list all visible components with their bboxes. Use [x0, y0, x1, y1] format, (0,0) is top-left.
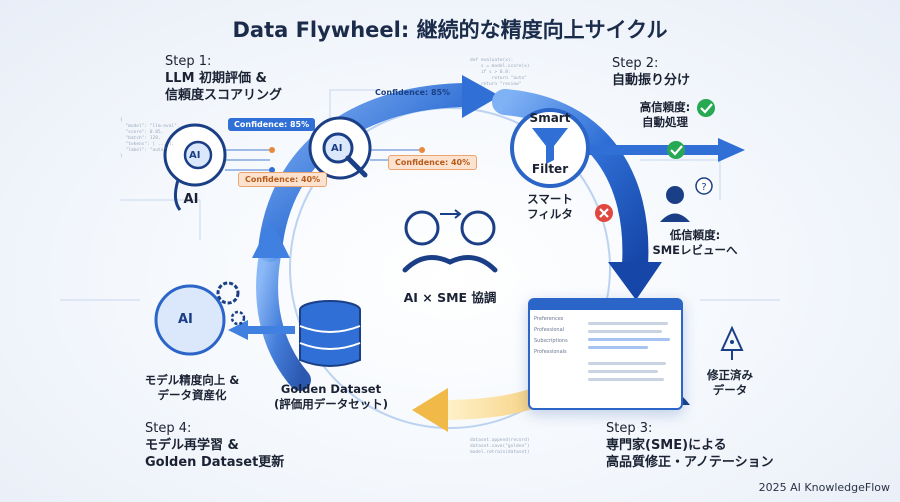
check-icon-2 [667, 141, 685, 159]
model-improvement-line1: モデル精度向上 & [144, 373, 240, 387]
golden-dataset-text: Golden Dataset (評価用データセット) [266, 382, 396, 412]
smart-filter-line2: Filter [531, 162, 569, 176]
model-ai-badge: AI [178, 312, 193, 327]
ring-bottom-arrowhead [412, 388, 448, 432]
step3-head: Step 3: [606, 421, 653, 436]
model-improvement-line2: データ資産化 [157, 388, 227, 402]
panel-text-line [588, 370, 658, 373]
page-title: Data Flywheel: 継続的な精度向上サイクル [232, 18, 668, 42]
step4-line1: モデル再学習 & [145, 438, 239, 453]
step1-line1: LLM 初期評価 & [165, 71, 267, 86]
model-brain-gears-icon [154, 281, 246, 356]
smart-filter-caption: スマート フィルタ [520, 192, 580, 222]
cross-icon [595, 204, 613, 222]
check-icon [697, 99, 715, 117]
annotation-panel-titlebar [530, 300, 681, 310]
corrected-data-line2: データ [712, 383, 748, 397]
smart-filter-caption-2: フィルタ [527, 207, 573, 221]
footer-credit: 2025 AI KnowledgeFlow [758, 481, 890, 494]
high-confidence-line1: 高信頼度: [639, 100, 691, 114]
step2-line1: 自動振り分け [612, 73, 691, 88]
low-confidence-text: 低信頼度: SMEレビューへ [650, 228, 740, 258]
low-confidence-line1: 低信頼度: [669, 228, 721, 242]
step3-text: Step 3: 専門家(SME)による 高品質修正・アノテーション [606, 420, 774, 471]
corrected-data-line1: 修正済み [707, 368, 753, 382]
step3-line2: 高品質修正・アノテーション [606, 455, 774, 470]
annotation-panel-sidebar: Preferences Professional Subscriptions P… [534, 316, 578, 360]
high-confidence-line2: 自動処理 [642, 115, 688, 129]
panel-side-item: Professionals [534, 349, 567, 355]
smart-filter-icon [510, 108, 590, 188]
panel-side-item: Professional [534, 327, 565, 333]
panel-text-line [588, 330, 662, 333]
step1-text: Step 1: LLM 初期評価 & 信頼度スコアリング [165, 53, 282, 104]
high-confidence-text: 高信頼度: 自動処理 [630, 100, 700, 130]
step1-line2: 信頼度スコアリング [165, 88, 283, 103]
ring-left-arrowhead [252, 220, 290, 258]
corrected-data-text: 修正済み データ [700, 368, 760, 398]
code-snippet-bottom: dataset.append(record) dataset.save("gol… [470, 438, 530, 455]
smart-filter-caption-1: スマート [527, 192, 573, 206]
sme-person-question-icon: ? [660, 177, 713, 222]
ai-head-badge: AI [189, 150, 201, 161]
model-improvement-text: モデル精度向上 & データ資産化 [132, 373, 252, 403]
golden-dataset-line2: (評価用データセット) [273, 397, 388, 411]
smart-filter-line1: Smart [529, 111, 571, 125]
step2-text: Step 2: 自動振り分け [612, 55, 690, 89]
confidence-40-pill-mid: Confidence: 40% [388, 155, 478, 170]
step3-line1: 専門家(SME)による [606, 438, 727, 453]
annotation-panel: Preferences Professional Subscriptions P… [528, 298, 683, 410]
confidence-40-pill-left: Confidence: 40% [238, 172, 328, 187]
ring-top-arrowhead [462, 75, 500, 118]
inner-ring [289, 107, 611, 429]
step4-text: Step 4: モデル再学習 & Golden Dataset更新 [145, 420, 284, 471]
step1-head: Step 1: [165, 54, 212, 69]
confidence-85-pill-top: Confidence: 85% [375, 88, 451, 97]
step4-line2: Golden Dataset更新 [145, 455, 285, 470]
ai-label: AI [183, 192, 199, 207]
step4-head: Step 4: [145, 421, 192, 436]
panel-text-line-highlight [588, 346, 648, 349]
handshake-icon [402, 209, 498, 273]
panel-side-item: Subscriptions [534, 338, 568, 344]
step2-head: Step 2: [612, 56, 659, 71]
ai-magnifier-icon [308, 116, 372, 180]
golden-dataset-database-icon [299, 300, 361, 367]
panel-side-item: Preferences [534, 316, 564, 322]
pen-icon [720, 325, 744, 360]
panel-text-line [588, 362, 666, 365]
center-collaboration-label: AI × SME 協調 [403, 290, 497, 305]
svg-text:?: ? [701, 182, 706, 193]
ring-right-arrowhead [608, 262, 662, 300]
code-snippet-left: { "model": "llm-eval", "score": 0.85, "b… [120, 118, 180, 159]
confidence-85-pill-left: Confidence: 85% [228, 118, 316, 131]
golden-dataset-line1: Golden Dataset [280, 382, 382, 396]
ai-brain-head-icon [163, 123, 227, 211]
panel-text-line [588, 378, 664, 381]
ai-magnifier-badge: AI [331, 143, 343, 154]
ring-left-arc [256, 244, 311, 391]
panel-text-line [588, 322, 668, 325]
code-snippet-top: def evaluate(x): s = model.score(x) if s… [470, 58, 530, 87]
panel-text-line-highlight [588, 338, 670, 341]
low-confidence-line2: SMEレビューへ [652, 243, 738, 257]
